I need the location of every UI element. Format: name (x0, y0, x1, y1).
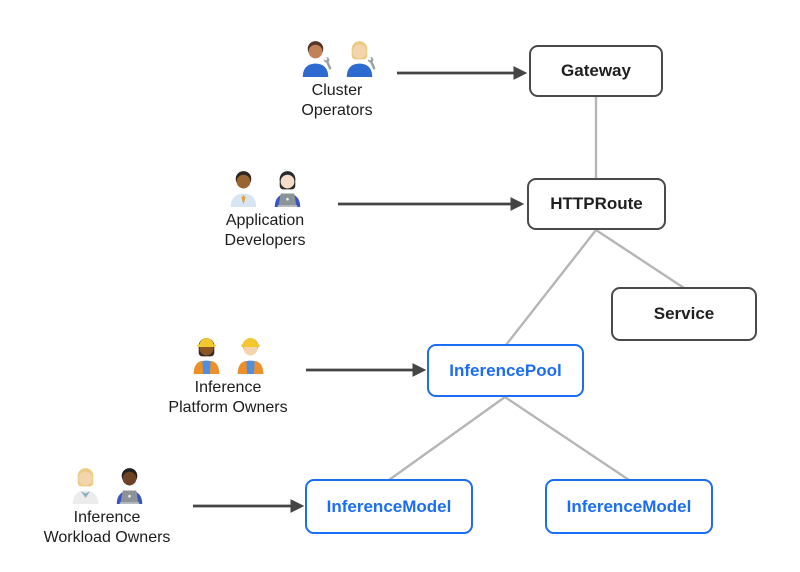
edge-httproute-inferencepool (505, 229, 597, 346)
node-inferencepool: InferencePool (427, 344, 584, 397)
persona-cluster-operators-label: Cluster Operators (301, 82, 373, 119)
node-service-label: Service (653, 304, 715, 323)
persona-cluster-operators: Cluster Operators (247, 36, 427, 120)
construction-worker-people-icon (138, 333, 318, 375)
node-inferencemodel-1-label: InferenceModel (326, 496, 452, 516)
persona-application-developers-label: Application Developers (224, 212, 306, 249)
node-inferencepool-label: InferencePool (449, 360, 562, 380)
node-inferencemodel-2: InferenceModel (545, 479, 713, 534)
edge-inferencepool-inferencemodel-1 (388, 396, 506, 481)
node-httproute-label: HTTPRoute (550, 194, 643, 213)
node-service: Service (611, 287, 757, 341)
edge-inferencepool-inferencemodel-2 (504, 396, 630, 481)
mechanic-people-icon (247, 36, 427, 78)
persona-inference-workload-owners-label: Inference Workload Owners (43, 509, 171, 546)
node-httproute: HTTPRoute (527, 178, 666, 230)
node-inferencemodel-2-label: InferenceModel (566, 496, 692, 516)
node-gateway: Gateway (529, 45, 663, 97)
workload-owner-people-icon (17, 463, 197, 505)
persona-inference-workload-owners: Inference Workload Owners (17, 463, 197, 547)
edge-httproute-service (595, 228, 685, 290)
node-gateway-label: Gateway (561, 61, 631, 80)
persona-inference-platform-owners: Inference Platform Owners (138, 333, 318, 417)
persona-inference-platform-owners-label: Inference Platform Owners (168, 379, 288, 416)
node-inferencemodel-1: InferenceModel (305, 479, 473, 534)
developer-people-icon (175, 166, 355, 208)
persona-application-developers: Application Developers (175, 166, 355, 250)
